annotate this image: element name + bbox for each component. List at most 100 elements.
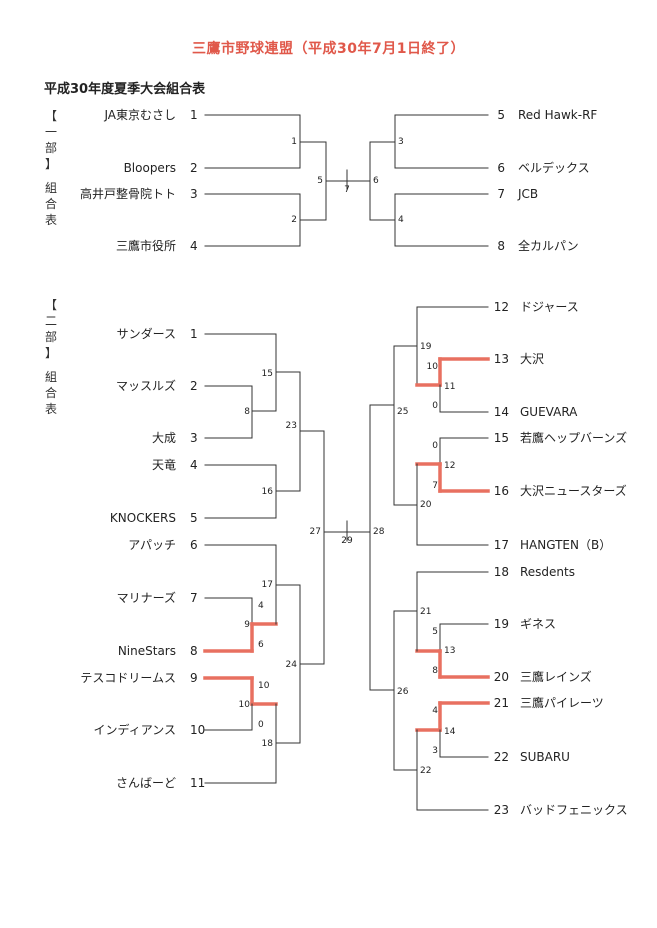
side-label-char: 【 [44,298,57,312]
team-name: JCB [517,187,538,201]
game-number: 9 [244,620,250,630]
game-number: 0 [432,401,438,411]
game-number: 20 [420,500,432,510]
team-name: ドジャース [520,300,579,314]
team-name: 天竜 [152,458,176,472]
team-name: アパッチ [128,538,176,552]
game-number: 1 [291,137,297,147]
team-seed: 19 [494,617,509,631]
game-number: 6 [373,176,379,186]
side-label-char: 組 [44,370,57,384]
team-name: バッドフェニックス [520,803,628,817]
team-seed: 22 [494,750,509,764]
game-number: 14 [444,727,456,737]
side-label-char: 部 [44,330,57,344]
team-name: Red Hawk-RF [518,108,597,122]
game-number: 18 [262,739,274,749]
team-name: ギネス [520,617,556,631]
side-label-char: 二 [44,314,57,328]
team-seed: 2 [190,379,198,393]
team-seed: 7 [497,187,505,201]
team-seed: 13 [494,352,509,366]
game-number: 28 [373,527,385,537]
team-seed: 18 [494,565,509,579]
team-name: SUBARU [520,750,570,764]
team-seed: 4 [190,239,198,253]
game-number: 0 [432,441,438,451]
team-seed: 23 [494,803,509,817]
team-name: サンダース [117,326,176,341]
team-name: インディアンス [94,722,176,737]
team-seed: 12 [494,300,509,314]
game-number: 10 [427,362,439,372]
team-name: 若鷹ヘップバーンズ [520,430,627,445]
team-name: ベルデックス [518,160,590,175]
game-number: 8 [432,666,438,676]
team-name: 三鷹レインズ [520,669,592,684]
side-label-char: 【 [44,109,57,123]
side-label-char: 合 [44,386,57,400]
side-label-char: 一 [44,125,57,139]
team-name: マッスルズ [116,378,176,393]
page-title: 三鷹市野球連盟（平成30年7月1日終了） [192,41,465,57]
team-seed: 6 [497,161,505,175]
team-name: 三鷹市役所 [116,238,176,253]
team-seed: 5 [497,108,505,122]
game-number: 12 [444,461,455,471]
team-seed: 7 [190,591,198,605]
team-seed: 15 [494,431,509,445]
game-number: 15 [262,369,273,379]
team-seed: 14 [494,405,509,419]
team-seed: 10 [190,723,205,737]
game-number: 8 [244,407,250,417]
team-seed: 9 [190,671,198,685]
team-name: KNOCKERS [110,511,176,525]
team-name: 三鷹パイレーツ [520,695,604,710]
game-number: 23 [286,421,297,431]
team-name: Bloopers [124,161,176,175]
game-number: 5 [432,627,438,637]
game-number: 6 [258,640,264,650]
game-number: 3 [432,746,438,756]
team-name: マリナーズ [117,590,176,605]
team-name: GUEVARA [520,405,578,419]
team-seed: 16 [494,484,509,498]
team-name: JA東京むさし [103,108,176,122]
game-number: 26 [397,687,409,697]
side-label-char: 表 [44,402,57,416]
game-number: 0 [258,720,264,730]
team-name: 大沢 [520,352,544,366]
team-name: Resdents [520,565,575,579]
team-seed: 4 [190,458,198,472]
side-label-char: 】 [44,346,57,360]
team-seed: 8 [497,239,505,253]
game-number: 24 [286,660,298,670]
game-number: 7 [344,185,350,195]
game-number: 25 [397,407,408,417]
team-name: テスコドリームス [80,671,176,685]
game-number: 19 [420,342,432,352]
team-name: 大沢ニュースターズ [520,483,627,498]
team-seed: 11 [190,776,205,790]
team-name: 大成 [152,431,176,445]
side-label-char: 】 [44,157,57,171]
side-label-char: 表 [44,213,57,227]
side-label-char: 合 [44,197,57,211]
game-number: 29 [341,536,353,546]
game-number: 22 [420,766,431,776]
game-number: 10 [239,700,251,710]
game-number: 11 [444,382,455,392]
team-seed: 1 [190,327,198,341]
game-number: 2 [291,215,297,225]
game-number: 7 [432,481,438,491]
game-number: 5 [317,176,323,186]
team-seed: 20 [494,670,509,684]
side-label-char: 部 [44,141,57,155]
game-number: 4 [398,215,404,225]
team-seed: 3 [190,431,198,445]
side-label-char: 組 [44,181,57,195]
team-seed: 5 [190,511,198,525]
game-number: 10 [258,681,270,691]
team-seed: 6 [190,538,198,552]
